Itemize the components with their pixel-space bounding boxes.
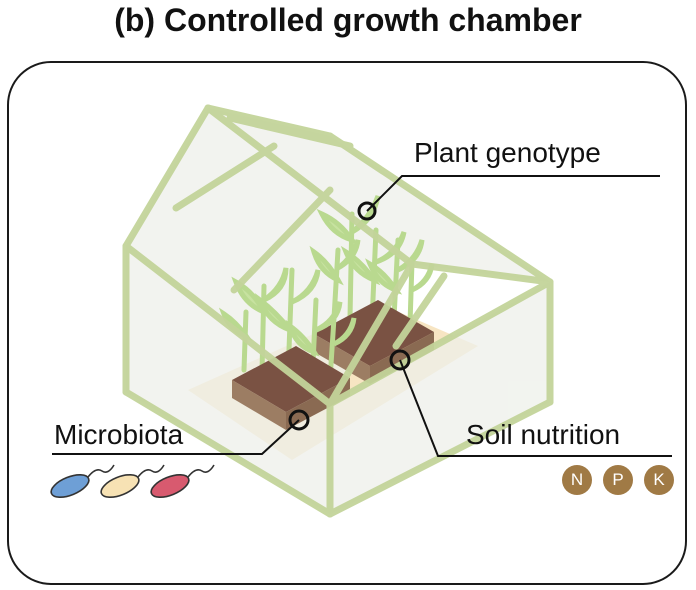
plants-rear-tray bbox=[309, 195, 435, 327]
plant-genotype-leader bbox=[366, 175, 660, 212]
microbe-red-icon bbox=[150, 464, 215, 499]
microbe-blue-icon bbox=[50, 464, 115, 499]
greenhouse-frame bbox=[122, 104, 554, 518]
microbe-cells bbox=[50, 464, 215, 499]
figure-title: (b) Controlled growth chamber bbox=[114, 2, 582, 38]
microbe-yellow-icon bbox=[100, 464, 165, 499]
nutrient-k-badge: K bbox=[644, 465, 674, 495]
soil-nutrition-marker bbox=[389, 349, 411, 371]
soil-nutrition-leader bbox=[399, 359, 672, 457]
microbiota-leader bbox=[52, 419, 300, 455]
plant-genotype-label: Plant genotype bbox=[414, 137, 601, 168]
microbiota-label: Microbiota bbox=[54, 419, 184, 450]
leader-lines bbox=[52, 175, 672, 457]
microbiota-marker bbox=[288, 409, 310, 431]
plant-genotype-marker bbox=[357, 201, 377, 221]
nutrient-n-badge: N bbox=[562, 465, 592, 495]
soil-nutrition-label: Soil nutrition bbox=[466, 419, 621, 450]
nutrient-p-badge: P bbox=[603, 465, 633, 495]
